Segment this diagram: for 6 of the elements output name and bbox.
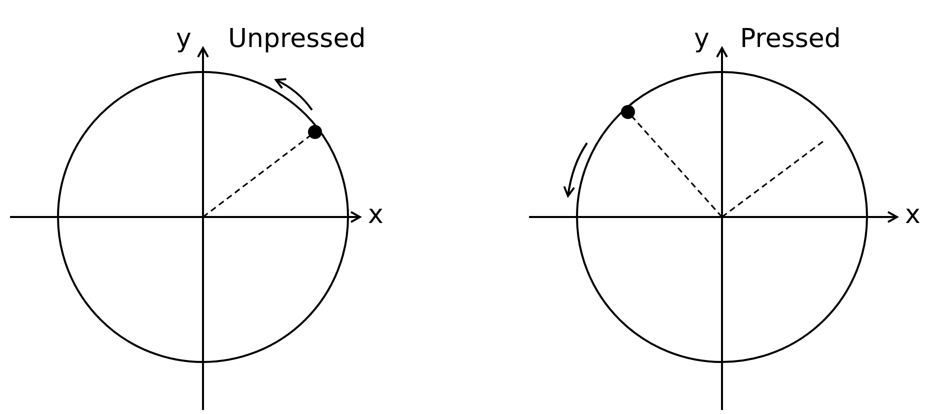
axis-label: x bbox=[905, 200, 920, 230]
axis-label: y bbox=[176, 24, 192, 54]
axis-label: x bbox=[368, 200, 384, 230]
panel-title: Pressed bbox=[740, 24, 841, 54]
axis-label: y bbox=[694, 24, 710, 54]
panel-title: Unpressed bbox=[228, 24, 366, 54]
